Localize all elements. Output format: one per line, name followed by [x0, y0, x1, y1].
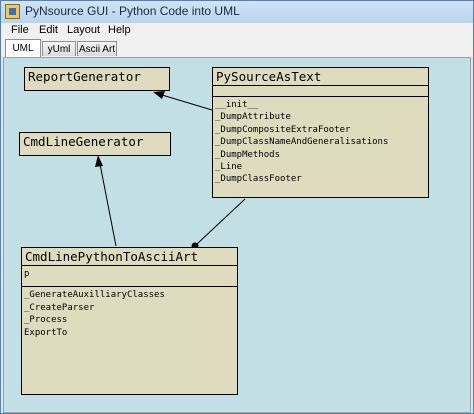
tab-bar: UML yUml Ascii Art	[1, 39, 473, 57]
tab-uml[interactable]: UML	[5, 39, 41, 57]
class-name: CmdLineGenerator	[23, 134, 144, 149]
class-name: ReportGenerator	[28, 69, 141, 84]
generalisation-arrowhead	[95, 155, 103, 167]
menu-help[interactable]: Help	[108, 24, 131, 36]
method: _DumpMethods	[215, 149, 281, 160]
method: _GenerateAuxilliaryClasses	[24, 290, 165, 301]
class-name: CmdLinePythonToAsciiArt	[25, 249, 199, 264]
method: _CreateParser	[24, 302, 95, 313]
app-icon	[5, 4, 20, 19]
generalisation-line-pysource-to-report	[161, 94, 213, 111]
attribute: p	[24, 269, 30, 279]
class-cmdline-python-to-ascii-art[interactable]: CmdLinePythonToAsciiArt p _GenerateAuxil…	[21, 247, 238, 395]
class-cmdline-generator[interactable]: CmdLineGenerator	[19, 132, 171, 156]
menu-edit[interactable]: Edit	[39, 24, 58, 36]
method: __init__	[215, 100, 259, 110]
attributes-section	[213, 85, 428, 96]
generalisation-line-ascii-to-cmdline	[99, 163, 117, 247]
menu-file[interactable]: File	[11, 24, 29, 36]
generalisation-arrowhead	[153, 91, 165, 99]
method: _DumpClassNameAndGeneralisations	[215, 137, 389, 148]
class-report-generator[interactable]: ReportGenerator	[24, 67, 170, 91]
method: _Line	[215, 162, 243, 173]
method: _DumpClassFooter	[215, 174, 302, 185]
class-name: PySourceAsText	[216, 69, 322, 84]
composition-line-pysource-to-ascii	[196, 198, 246, 245]
attributes-section: p	[22, 265, 237, 286]
title-bar[interactable]: PyNsource GUI - Python Code into UML	[1, 1, 473, 23]
menu-layout[interactable]: Layout	[67, 24, 101, 36]
method: _DumpAttribute	[215, 112, 291, 123]
window-title: PyNsource GUI - Python Code into UML	[25, 4, 240, 18]
method: _Process	[24, 315, 68, 326]
uml-canvas[interactable]: ReportGenerator CmdLineGenerator PySourc…	[3, 57, 471, 413]
methods-section: __init__ _DumpAttribute _DumpCompositeEx…	[213, 96, 428, 188]
tab-yuml[interactable]: yUml	[42, 41, 76, 56]
menu-bar: File Edit Layout Help	[1, 23, 473, 40]
tab-ascii-art[interactable]: Ascii Art	[77, 41, 117, 56]
method: ExportTo	[24, 327, 68, 338]
relation-lines	[95, 91, 246, 250]
method: _DumpCompositeExtraFooter	[215, 124, 351, 135]
methods-section: _GenerateAuxilliaryClasses _CreateParser…	[22, 286, 237, 341]
class-pysource-as-text[interactable]: PySourceAsText __init__ _DumpAttribute _…	[212, 67, 429, 198]
